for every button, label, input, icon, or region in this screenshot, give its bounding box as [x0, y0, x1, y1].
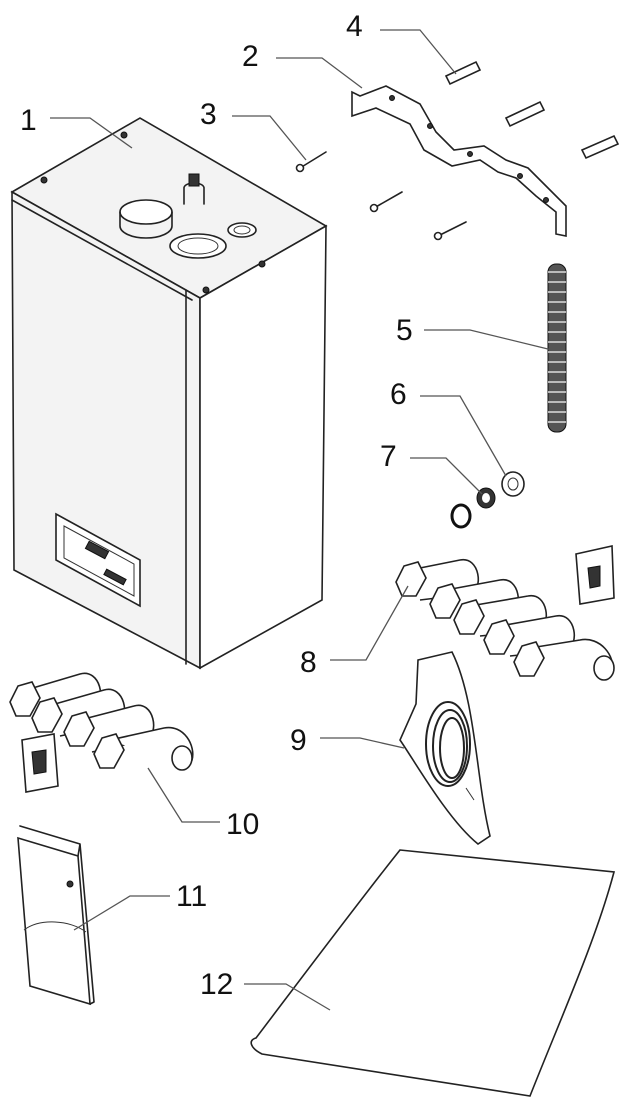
flexible-hose: [547, 263, 567, 433]
callout-9: 9: [290, 724, 307, 757]
cable-bag: [399, 651, 491, 845]
mounting-bracket: [351, 85, 567, 237]
callout-3: 3: [200, 98, 217, 131]
boiler: [10, 117, 328, 670]
wall-plugs: [444, 60, 620, 160]
callout-10: 10: [226, 808, 259, 841]
nut-and-seals: [450, 471, 525, 529]
screw: [295, 151, 467, 241]
callout-12: 12: [200, 968, 233, 1001]
callout-2: 2: [242, 40, 259, 73]
callout-7: 7: [380, 440, 397, 473]
manual-booklet: [17, 825, 95, 1006]
callout-5: 5: [396, 314, 413, 347]
callout-6: 6: [390, 378, 407, 411]
callout-1: 1: [20, 104, 37, 137]
callout-8: 8: [300, 646, 317, 679]
leader-lines: [50, 29, 553, 1011]
callout-labels: 1 2 3 4 5 6 7 8 9 10 11 12: [20, 10, 413, 1001]
callout-4: 4: [346, 10, 363, 43]
pipe-kit-right: [395, 545, 615, 681]
template-sheet: [250, 849, 616, 1097]
pipe-kit-left: [9, 672, 194, 793]
callout-11: 11: [176, 880, 207, 913]
